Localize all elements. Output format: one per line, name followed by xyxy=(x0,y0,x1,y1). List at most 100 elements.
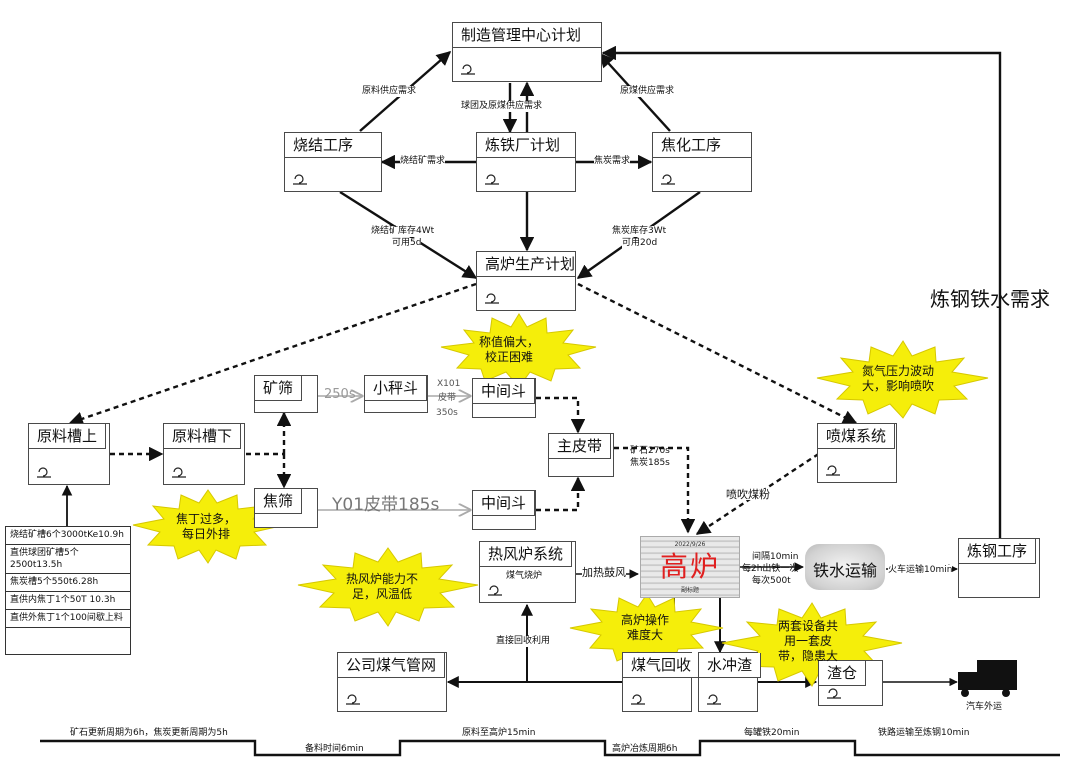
box-gas-recovery: 煤气回收 xyxy=(622,652,701,712)
box-small-hopper: 小秤斗 xyxy=(364,375,428,413)
star-shared-text: 两套设备共 用一套皮 带，隐患大 xyxy=(778,619,838,664)
box-title: 公司煤气管网 xyxy=(338,653,446,678)
star-line: 足，风温低 xyxy=(352,587,413,601)
inventory-row: 直供球团矿槽5个2500t13.5h xyxy=(6,545,130,574)
furnace-date: 2022/9/26 xyxy=(674,541,706,548)
spiral-icon xyxy=(661,174,675,185)
edge-steel-demand xyxy=(601,45,1002,538)
box-mid-hopper-top: 中间斗 xyxy=(472,378,536,418)
box-hot-blast: 热风炉系统 煤气烧炉 xyxy=(479,541,576,603)
star-line: 校正困难 xyxy=(485,350,534,364)
edge-label: X101 xyxy=(437,379,461,389)
timeline-label: 矿石更新周期为6h，焦炭更新周期为5h xyxy=(70,728,228,738)
spiral-icon xyxy=(346,694,360,705)
warning-star-stove xyxy=(297,547,479,627)
timeline-label: 备料时间6min xyxy=(305,744,364,754)
edge-label: 焦炭库存3Wt xyxy=(612,226,667,237)
box-steelmaking: 炼钢工序 xyxy=(958,538,1040,598)
furnace-name: 高炉 xyxy=(659,550,720,583)
box-title: 原料槽上 xyxy=(29,424,107,449)
spiral-icon xyxy=(631,694,645,705)
inventory-row: 直供外焦丁1个100间歇上料 xyxy=(6,610,130,628)
edge-label: 汽车外运 xyxy=(966,702,1003,712)
edge-label: 250s xyxy=(324,387,356,402)
edge-label: 原料供应需求 xyxy=(362,86,417,97)
box-title: 烧结工序 xyxy=(285,133,381,158)
box-water-slag: 水冲渣 xyxy=(698,652,762,712)
edge-label: 烧结矿需求 xyxy=(400,156,446,167)
edge-label: 350s xyxy=(436,408,458,418)
star-line: 大，影响喷吹 xyxy=(862,379,935,393)
box-mfg-center: 制造管理中心计划 xyxy=(452,22,602,82)
star-line: 称值偏大， xyxy=(479,335,540,349)
star-line: 用一套皮 xyxy=(784,634,833,648)
star-bfop-text: 高炉操作 难度大 xyxy=(621,613,669,643)
star-line: 热风炉能力不 xyxy=(346,572,419,586)
box-bf-plan: 高炉生产计划 xyxy=(476,251,576,311)
box-title: 热风炉系统 xyxy=(480,542,573,567)
edge-label: 直接回收利用 xyxy=(496,636,551,647)
spiral-icon xyxy=(172,467,186,478)
star-line: 难度大 xyxy=(627,628,664,642)
inventory-row xyxy=(6,628,130,654)
spiral-icon xyxy=(485,174,499,185)
hot-blast-sub-label: 煤气烧炉 xyxy=(506,571,543,581)
edge-label: 可用20d xyxy=(622,238,658,249)
box-raw-bin-upper: 原料槽上 xyxy=(28,423,110,485)
timeline-label: 原料至高炉15min xyxy=(462,728,536,738)
edge-label: Y01皮带185s xyxy=(332,495,440,515)
box-coal-injection: 喷煤系统 xyxy=(817,423,897,483)
spiral-icon xyxy=(826,465,840,476)
edge-label: 加热鼓风 xyxy=(582,566,626,579)
timeline-line xyxy=(40,739,1060,757)
box-title: 水冲渣 xyxy=(699,653,762,678)
timeline-label: 高炉冶炼周期6h xyxy=(612,744,678,754)
edge-label: 可用5d xyxy=(392,238,422,249)
warning-star-nitrogen xyxy=(816,340,989,419)
star-weigh-text: 称值偏大， 校正困难 xyxy=(479,335,539,365)
hot-metal-transport: 铁水运输 xyxy=(805,544,885,590)
spiral-icon xyxy=(293,174,307,185)
box-title: 中间斗 xyxy=(473,379,536,404)
edge-label: 喷吹煤粉 xyxy=(726,488,770,501)
edge-label: 焦炭需求 xyxy=(594,156,631,167)
edge-label: 烧结矿库存4Wt xyxy=(371,226,435,237)
inventory-table: 烧结矿槽6个3000tKe10.9h 直供球团矿槽5个2500t13.5h 焦炭… xyxy=(5,526,131,655)
star-coke-text: 焦丁过多， 每日外排 xyxy=(176,512,236,542)
edge-label: 矿石270s xyxy=(630,446,670,456)
box-title: 焦筛 xyxy=(255,489,303,514)
box-title: 小秤斗 xyxy=(365,376,428,401)
box-title: 制造管理中心计划 xyxy=(453,23,601,48)
inventory-row: 直供内焦丁1个50T 10.3h xyxy=(6,592,130,610)
box-coke-screen: 焦筛 xyxy=(254,488,318,528)
edge-main-to-bf xyxy=(614,446,696,534)
edge-bot-mid-to-main xyxy=(536,476,586,512)
inventory-row: 焦炭槽5个550t6.28h xyxy=(6,574,130,592)
box-slag-yard: 渣仓 xyxy=(818,660,883,706)
edge-label: 原煤供应需求 xyxy=(620,86,675,97)
spiral-icon xyxy=(37,467,51,478)
box-ore-screen: 矿筛 xyxy=(254,375,318,413)
steel-demand-label: 炼钢铁水需求 xyxy=(930,287,1050,311)
spiral-icon xyxy=(827,688,841,699)
edge-label: 每2h出铁一次 xyxy=(742,564,799,574)
edge-bf-to-coal xyxy=(577,282,858,425)
blast-furnace-image: 2022/9/26 高炉 副标题 xyxy=(640,536,740,598)
edge-label: 球团及原煤供应需求 xyxy=(461,101,543,112)
spiral-icon xyxy=(461,64,475,75)
box-title: 渣仓 xyxy=(819,661,867,686)
box-sinter: 烧结工序 xyxy=(284,132,382,192)
spiral-icon xyxy=(485,293,499,304)
edge-coal-to-bf xyxy=(695,447,827,536)
star-line: 高炉操作 xyxy=(621,613,670,627)
edge-label: 间隔10min xyxy=(752,552,799,562)
edge-top-mid-to-main xyxy=(536,396,586,434)
edge-label: 火车运输10min xyxy=(888,565,953,576)
box-company-gas: 公司煤气管网 xyxy=(337,652,447,712)
box-mid-hopper-bottom: 中间斗 xyxy=(472,490,536,530)
star-nitrogen-text: 氮气压力波动 大，影响喷吹 xyxy=(862,364,934,394)
box-title: 煤气回收 xyxy=(623,653,701,678)
spiral-icon xyxy=(488,585,502,596)
star-line: 两套设备共 xyxy=(778,619,839,633)
